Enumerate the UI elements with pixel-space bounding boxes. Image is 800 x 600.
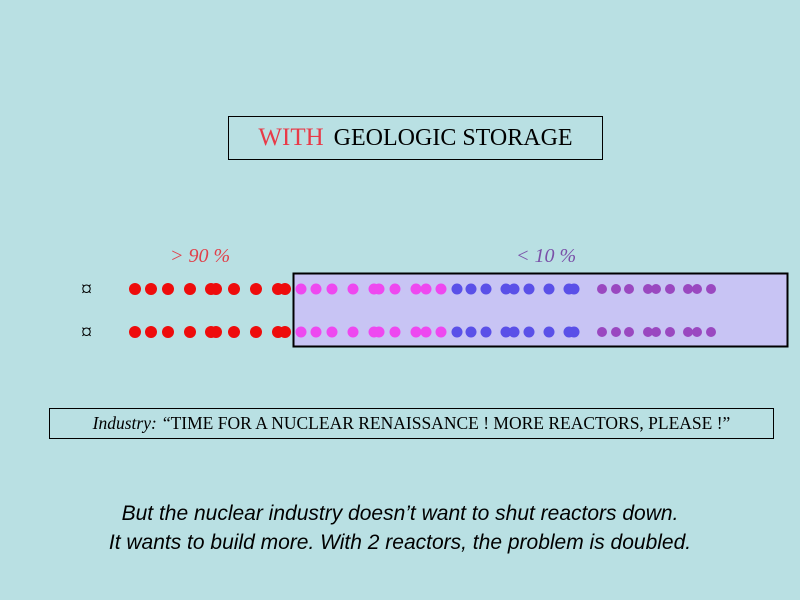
waste-dot <box>665 284 675 294</box>
waste-dot <box>651 284 661 294</box>
waste-dot <box>451 326 463 338</box>
waste-dot <box>184 326 196 338</box>
waste-dot <box>651 327 661 337</box>
waste-dot <box>611 284 621 294</box>
waste-dots <box>129 283 716 338</box>
waste-dot <box>389 283 401 295</box>
waste-dot <box>706 284 716 294</box>
waste-dot <box>347 283 359 295</box>
waste-dot <box>611 327 621 337</box>
waste-dot <box>373 283 385 295</box>
waste-dot <box>410 283 422 295</box>
reactor-symbol-icon: ¤ <box>81 319 92 344</box>
waste-dot <box>500 326 512 338</box>
waste-dot <box>373 326 385 338</box>
waste-dot <box>692 327 702 337</box>
waste-dot <box>665 327 675 337</box>
waste-dot <box>420 283 432 295</box>
waste-dot <box>500 283 512 295</box>
waste-dot <box>279 326 291 338</box>
reactor-symbol-icon: ¤ <box>81 276 92 301</box>
title-accent: WITH <box>258 124 324 151</box>
waste-dot <box>347 326 359 338</box>
waste-dot <box>210 326 222 338</box>
caption-line-2: It wants to build more. With 2 reactors,… <box>108 531 692 554</box>
waste-dot <box>310 283 322 295</box>
waste-dot <box>326 326 338 338</box>
waste-dot <box>508 326 520 338</box>
percent-high-label: > 90 % <box>170 245 231 267</box>
waste-dot <box>228 326 240 338</box>
percent-low-label: < 10 % <box>516 245 577 267</box>
waste-dot <box>162 326 174 338</box>
waste-dot <box>228 283 240 295</box>
waste-dot <box>523 283 535 295</box>
waste-dot <box>250 326 262 338</box>
waste-dot <box>480 326 492 338</box>
waste-dot <box>420 326 432 338</box>
quote-speaker: Industry: <box>92 413 157 433</box>
waste-dot <box>162 283 174 295</box>
waste-dot <box>683 327 693 337</box>
waste-dot <box>597 284 607 294</box>
waste-dot <box>184 283 196 295</box>
waste-dot <box>465 283 477 295</box>
waste-dot <box>523 326 535 338</box>
waste-dot <box>250 283 262 295</box>
quote-text: “TIME FOR A NUCLEAR RENAISSANCE ! MORE R… <box>162 413 731 433</box>
title-box: WITH GEOLOGIC STORAGE <box>228 116 603 160</box>
waste-dot <box>295 283 307 295</box>
waste-dot <box>145 283 157 295</box>
waste-dot <box>643 327 653 337</box>
waste-dot <box>543 326 555 338</box>
waste-dot <box>129 326 141 338</box>
waste-dot <box>643 284 653 294</box>
waste-dot <box>389 326 401 338</box>
waste-dot <box>706 327 716 337</box>
waste-dot <box>435 283 447 295</box>
waste-dot <box>410 326 422 338</box>
waste-dot <box>543 283 555 295</box>
waste-dot <box>568 283 580 295</box>
waste-dot <box>295 326 307 338</box>
waste-dot <box>480 283 492 295</box>
waste-dot <box>310 326 322 338</box>
waste-dot <box>435 326 447 338</box>
waste-dot <box>624 284 634 294</box>
waste-dot <box>624 327 634 337</box>
waste-dot <box>568 326 580 338</box>
caption-line-1: But the nuclear industry doesn’t want to… <box>121 502 679 525</box>
waste-dot <box>210 283 222 295</box>
waste-dot <box>326 283 338 295</box>
waste-dot <box>508 283 520 295</box>
waste-dot <box>597 327 607 337</box>
waste-dot <box>279 283 291 295</box>
waste-dot <box>145 326 157 338</box>
waste-dot <box>451 283 463 295</box>
waste-dot <box>129 283 141 295</box>
waste-dot <box>683 284 693 294</box>
waste-dot <box>692 284 702 294</box>
title-rest: GEOLOGIC STORAGE <box>333 124 573 151</box>
industry-quote-box: Industry: “TIME FOR A NUCLEAR RENAISSANC… <box>49 408 774 439</box>
waste-dot <box>465 326 477 338</box>
